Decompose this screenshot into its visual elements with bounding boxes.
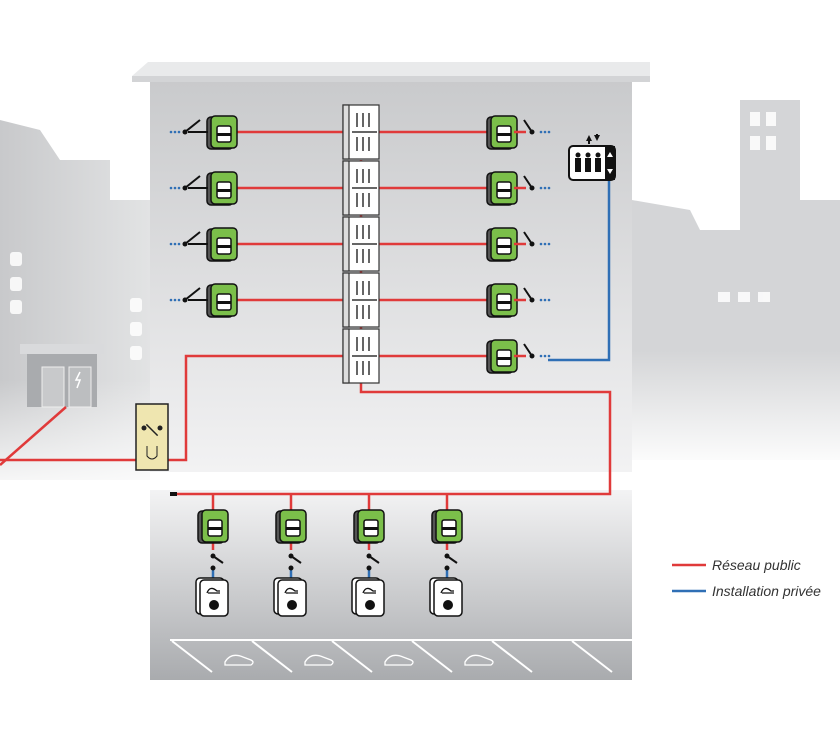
parking-area (150, 490, 632, 680)
car-icon (384, 654, 414, 666)
parking-spot-line (411, 640, 453, 673)
switch-icon (210, 553, 224, 564)
electricity-meter-icon (486, 339, 518, 374)
continuation-dots (539, 354, 551, 358)
distribution-cabinet-icon (342, 328, 380, 384)
substation-icon (20, 344, 104, 408)
car-icon (464, 654, 494, 666)
continuation-dots (539, 186, 551, 190)
ev-charger-icon (195, 577, 229, 617)
public-network-wire (0, 406, 67, 466)
electricity-meter-icon (197, 509, 229, 544)
electricity-meter-icon (431, 509, 463, 544)
electricity-meter-icon (206, 115, 238, 150)
elevator-icon (568, 134, 616, 181)
parking-spot-line (251, 640, 293, 673)
switch-contact (288, 565, 294, 571)
parking-spot-line (491, 640, 533, 673)
ev-charger-icon (273, 577, 307, 617)
distribution-cabinet-icon (342, 216, 380, 272)
switch-contact (366, 565, 372, 571)
switch-icon (523, 231, 535, 247)
switch-icon (366, 553, 380, 564)
public-network-wire (172, 383, 612, 496)
switch-icon (182, 119, 201, 135)
electricity-meter-icon (486, 171, 518, 206)
switch-contact (210, 565, 216, 571)
switch-icon (523, 119, 535, 135)
electricity-meter-icon (275, 509, 307, 544)
continuation-dots (539, 130, 551, 134)
electricity-meter-icon (206, 283, 238, 318)
ev-charger-icon (351, 577, 385, 617)
switch-icon (182, 231, 201, 247)
continuation-dots (169, 298, 181, 302)
parking-spot-line (171, 640, 213, 673)
continuation-dots (169, 242, 181, 246)
continuation-dots (539, 298, 551, 302)
electricity-meter-icon (353, 509, 385, 544)
cable-end (170, 492, 177, 496)
switch-icon (523, 287, 535, 303)
switch-contact (444, 565, 450, 571)
distribution-cabinet-icon (342, 160, 380, 216)
continuation-dots (169, 186, 181, 190)
distribution-cabinet-icon (342, 104, 380, 160)
continuation-dots (539, 242, 551, 246)
switch-icon (288, 553, 302, 564)
switch-icon (523, 343, 535, 359)
electricity-meter-icon (206, 227, 238, 262)
private-installation-wire (548, 180, 611, 362)
car-icon (224, 654, 254, 666)
switch-icon (182, 287, 201, 303)
electricity-meter-icon (486, 283, 518, 318)
public-network-wire (162, 354, 343, 462)
legend-label-private: Installation privée (712, 583, 821, 599)
legend: Réseau public Installation privée (672, 557, 821, 599)
electricity-meter-icon (206, 171, 238, 206)
coupling-box-icon (135, 403, 169, 471)
car-icon (304, 654, 334, 666)
distribution-cabinet-icon (342, 272, 380, 328)
legend-label-public: Réseau public (712, 557, 801, 573)
electricity-meter-icon (486, 115, 518, 150)
switch-icon (182, 175, 201, 191)
electricity-meter-icon (486, 227, 518, 262)
switch-icon (444, 553, 458, 564)
parking-spot-line (571, 640, 613, 673)
switch-icon (523, 175, 535, 191)
ev-charger-icon (429, 577, 463, 617)
parking-spot-line (331, 640, 373, 673)
continuation-dots (169, 130, 181, 134)
